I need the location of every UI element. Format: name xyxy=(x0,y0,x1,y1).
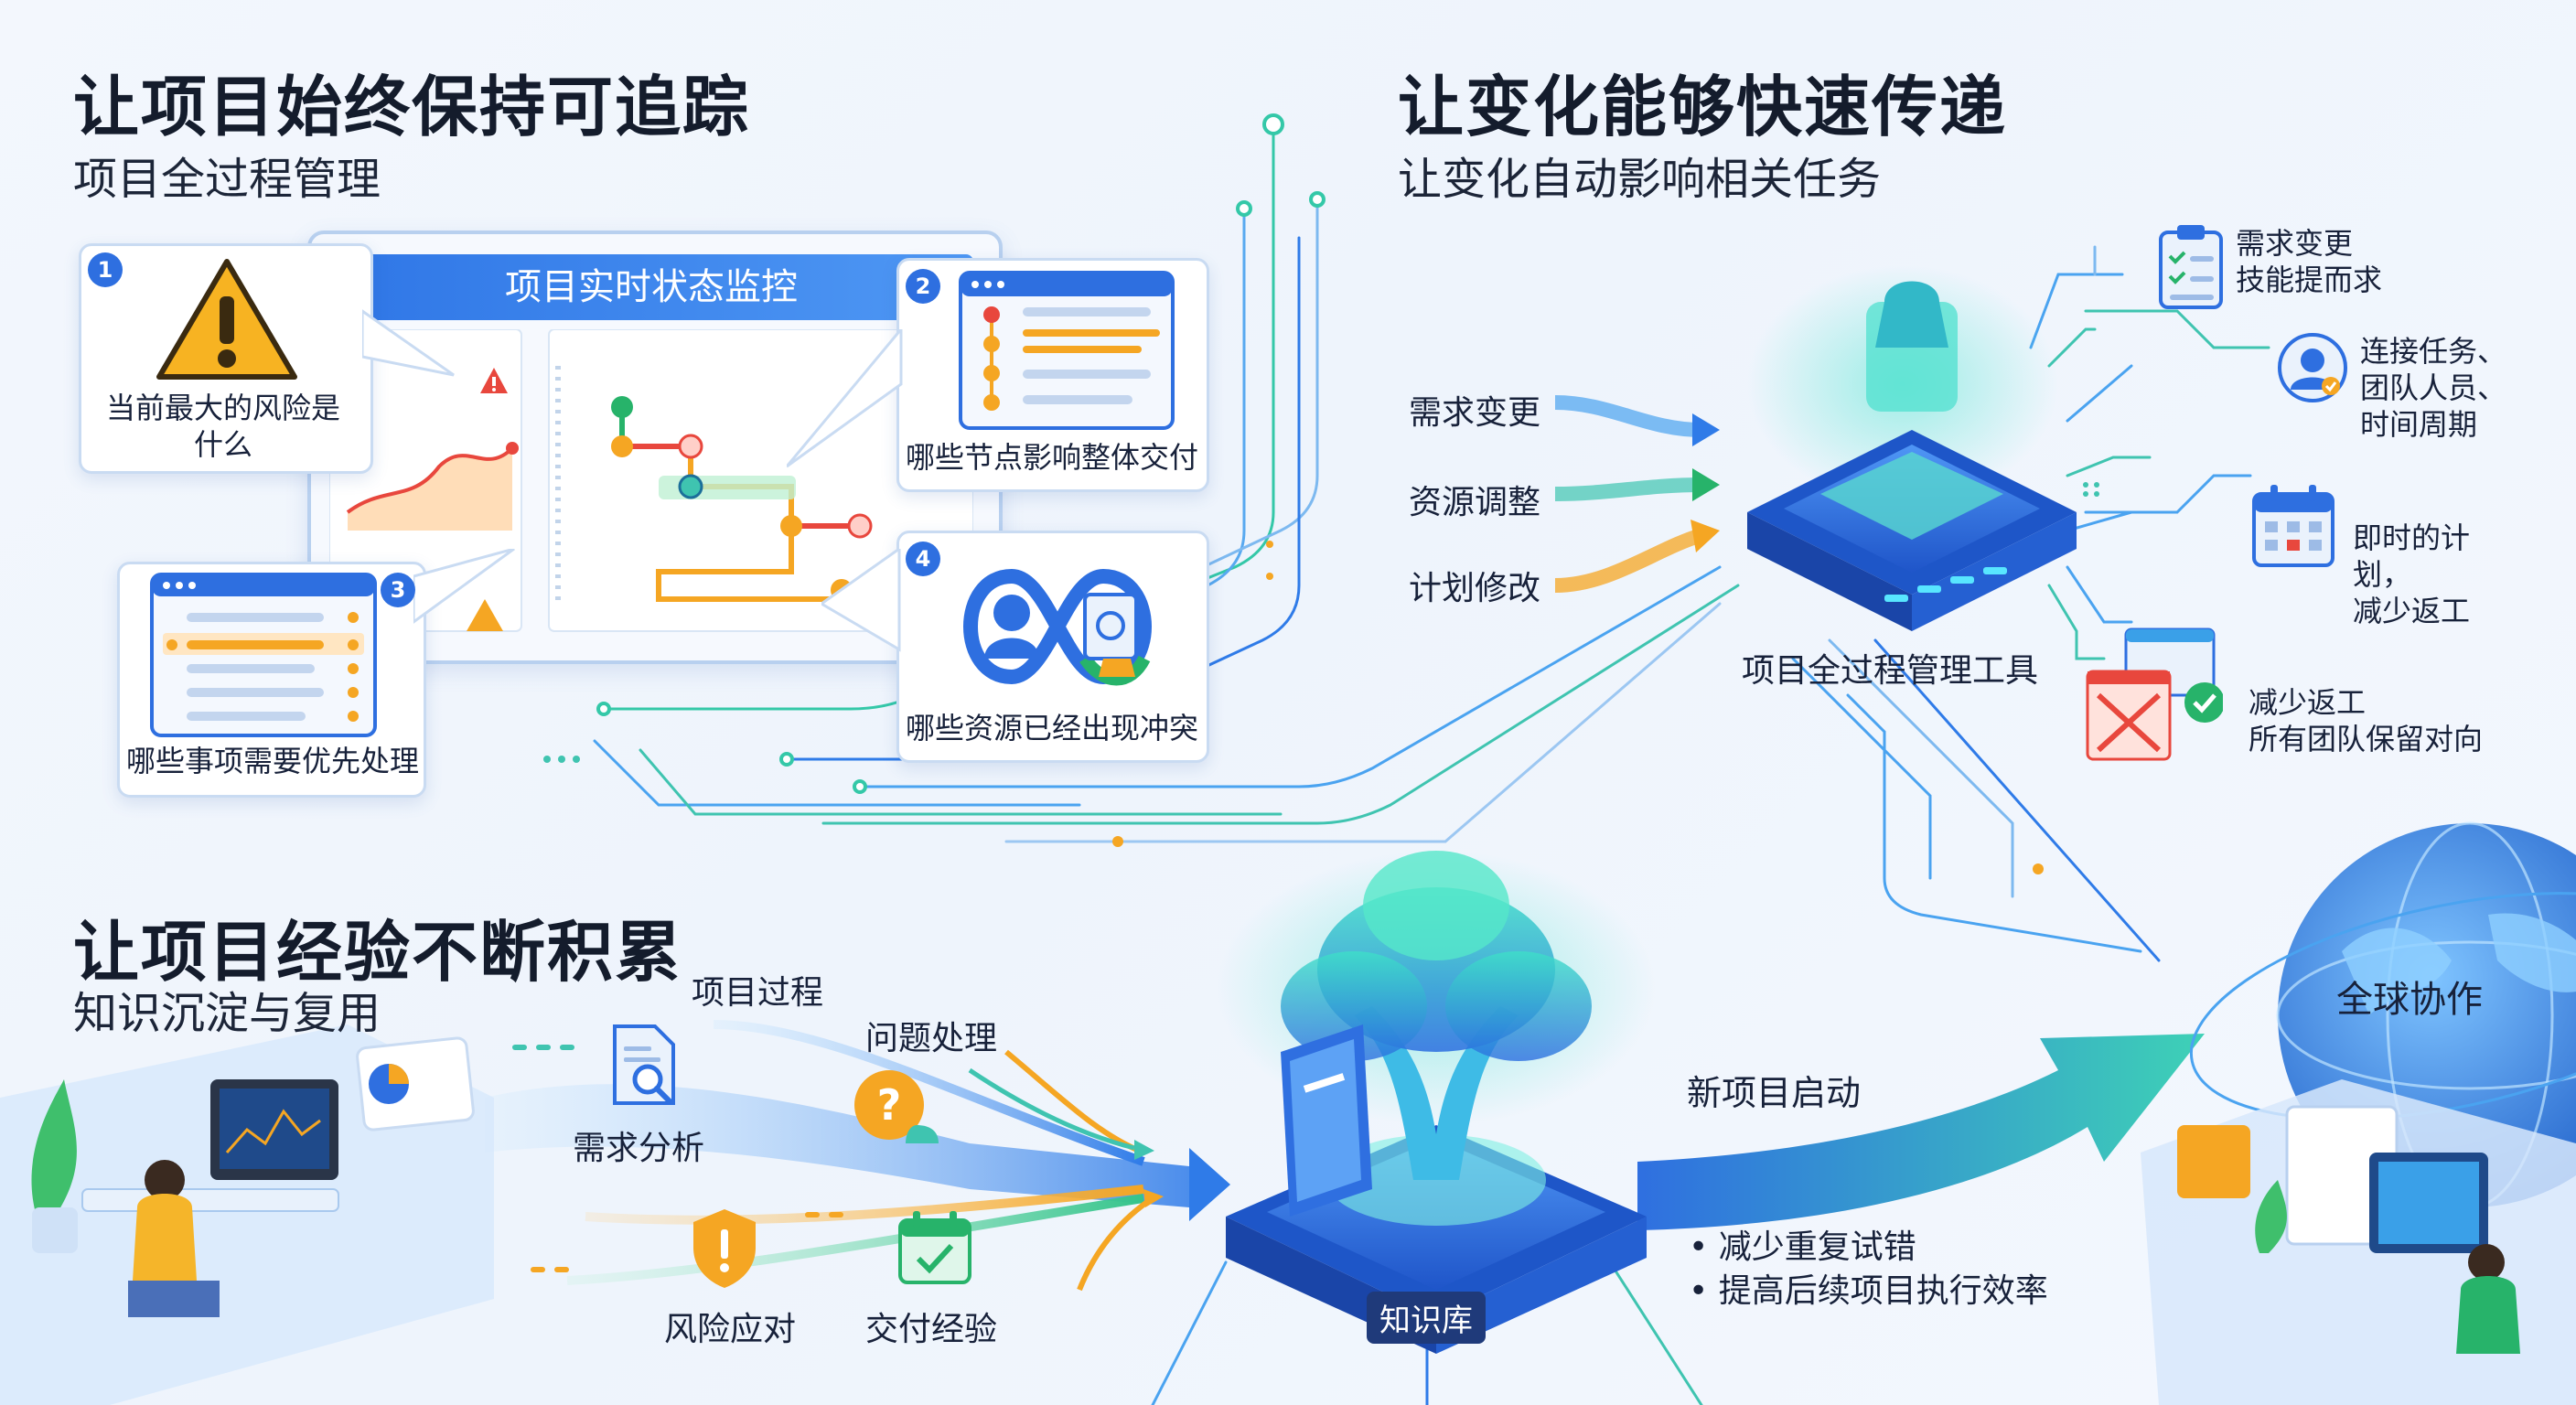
monitor-title: 项目实时状态监控 xyxy=(329,254,973,320)
document-search-icon xyxy=(613,1024,675,1105)
section-title-change: 让变化能够快速传递 xyxy=(1398,69,2008,145)
callout-badge-2: 2 xyxy=(906,269,940,304)
new-project-arrow xyxy=(1637,1034,2205,1230)
output-plan-text: 即时的计 划， 减少返工 xyxy=(2353,520,2470,629)
circuit-nodes xyxy=(596,113,1326,794)
callout-text-1: 当前最大的风险是什么 xyxy=(105,391,340,462)
node-requirement-analysis: 需求分析 xyxy=(573,1130,705,1167)
callout-text-3: 哪些事项需要优先处理 xyxy=(126,744,420,778)
section-subtitle-tracking: 项目全过程管理 xyxy=(73,154,381,205)
output-plan-line2: 划， xyxy=(2353,557,2412,592)
output-team-text: 连接任务、 团队人员、 时间周期 xyxy=(2360,333,2506,443)
callout-pointer-3 xyxy=(413,549,515,624)
node-risk-response: 风险应对 xyxy=(664,1311,797,1348)
delivery-calendar-icon xyxy=(898,1211,971,1284)
right-workspace xyxy=(2141,1079,2576,1405)
management-tool-device xyxy=(1747,265,2077,631)
output-requirement-line1: 需求变更 xyxy=(2236,226,2354,261)
callout-text-2: 哪些节点影响整体交付 xyxy=(906,440,1199,475)
node-delivery-experience: 交付经验 xyxy=(865,1311,998,1348)
team-member-icon xyxy=(2278,333,2347,402)
risk-chart xyxy=(346,442,519,531)
callout-text-4: 哪些资源已经出现冲突 xyxy=(906,711,1199,745)
risk-shield-icon xyxy=(693,1209,756,1288)
benefit-item: • 减少重复试错 xyxy=(1689,1228,1916,1266)
change-input-arrows xyxy=(1554,395,1720,593)
circuit-traces xyxy=(593,124,2270,1405)
knowledge-flow-streams xyxy=(485,1020,1230,1292)
section-subtitle-experience: 知识沉淀与复用 xyxy=(73,988,381,1039)
circuit-spark-dots xyxy=(1112,541,2044,874)
output-plan-line1: 即时的计 xyxy=(2353,520,2471,555)
callout-badge-4: 4 xyxy=(906,542,940,576)
knowledge-base-label: 知识库 xyxy=(1367,1292,1486,1344)
output-team-line3: 时间周期 xyxy=(2360,407,2478,442)
new-project-label: 新项目启动 xyxy=(1687,1073,1862,1113)
resource-conflict-icon xyxy=(963,568,1152,686)
benefit-item: • 提高后续项目执行效率 xyxy=(1689,1272,2048,1310)
callout-pointer-1 xyxy=(362,309,455,377)
benefit-text-1: 减少重复试错 xyxy=(1718,1228,1916,1266)
output-requirement-text: 需求变更 技能提而求 xyxy=(2236,225,2382,298)
output-team-line1: 连接任务、 xyxy=(2360,334,2507,369)
node-list-window-icon xyxy=(959,271,1175,430)
callout-pointer-2 xyxy=(787,329,903,468)
benefit-text-2: 提高后续项目执行效率 xyxy=(1718,1272,2048,1310)
section-title-experience: 让项目经验不断积累 xyxy=(73,914,683,991)
change-input-requirement: 需求变更 xyxy=(1409,394,1541,432)
tool-label: 项目全过程管理工具 xyxy=(1742,652,2039,690)
output-plan-line3: 减少返工 xyxy=(2353,594,2471,628)
svg-text:?: ? xyxy=(877,1080,902,1130)
priority-list-window-icon xyxy=(150,573,377,737)
output-requirement-line2: 技能提而求 xyxy=(2236,263,2383,297)
change-input-plan: 计划修改 xyxy=(1409,570,1541,607)
dependency-graph xyxy=(555,366,873,604)
warning-triangle-small-icon xyxy=(480,368,508,393)
check-window-icon xyxy=(2086,627,2223,761)
callout-badge-3: 3 xyxy=(381,573,415,607)
change-input-resource: 资源调整 xyxy=(1409,484,1541,521)
output-rework-line1: 减少返工 xyxy=(2249,685,2367,720)
warning-triangle-tiny-icon xyxy=(467,599,503,631)
output-rework-line2: 所有团队保留对向 xyxy=(2249,722,2484,756)
benefit-list: • 减少重复试错 • 提高后续项目执行效率 xyxy=(1689,1226,2048,1314)
flow-dashes-left xyxy=(512,1045,843,1272)
section-title-tracking: 让项目始终保持可追踪 xyxy=(73,69,751,145)
question-icon: ? xyxy=(854,1070,939,1143)
output-rework-text: 减少返工 所有团队保留对向 xyxy=(2249,684,2483,757)
section-subtitle-change: 让变化自动影响相关任务 xyxy=(1398,154,1882,205)
clipboard-icon xyxy=(2159,225,2223,309)
callout-badge-1: 1 xyxy=(88,252,123,287)
global-collab-label: 全球协作 xyxy=(2336,979,2483,1021)
callout-pointer-4 xyxy=(821,549,901,652)
output-team-line2: 团队人员、 xyxy=(2360,370,2507,405)
node-issue-handling: 问题处理 xyxy=(865,1020,998,1057)
node-project-process: 项目过程 xyxy=(692,974,824,1012)
warning-icon xyxy=(156,259,297,380)
circuit-dotted-trails xyxy=(543,482,2099,763)
knowledge-base-device xyxy=(1217,851,1656,1354)
left-workspace xyxy=(0,1024,494,1405)
calendar-icon xyxy=(2252,485,2334,567)
